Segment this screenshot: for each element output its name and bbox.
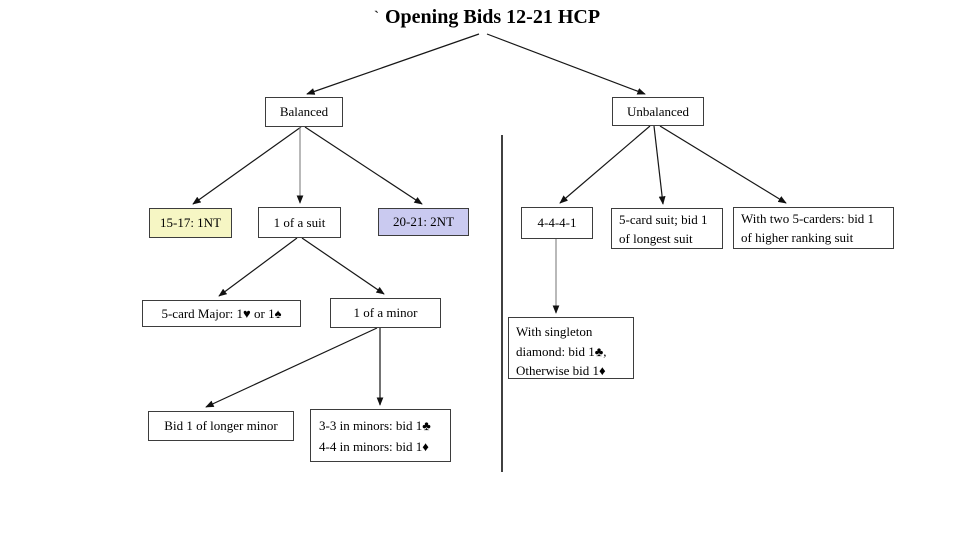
node-unbalanced: Unbalanced [612, 97, 704, 126]
node-line: With singleton [516, 324, 593, 339]
node-two-5-carders: With two 5-carders: bid 1 of higher rank… [733, 207, 894, 249]
node-5-card-suit: 5-card suit; bid 1 of longest suit [611, 208, 723, 249]
node-line: Otherwise bid 1♦ [516, 363, 606, 378]
node-line: 3-3 in minors: bid 1♣ [319, 418, 431, 433]
node-balanced: Balanced [265, 97, 343, 127]
node-1-of-a-minor: 1 of a minor [330, 298, 441, 328]
node-4-4-4-1: 4-4-4-1 [521, 207, 593, 239]
node-5-card-major: 5-card Major: 1♥ or 1♠ [142, 300, 301, 327]
node-20-21-2nt: 20-21: 2NT [378, 208, 469, 236]
node-line: With two 5-carders: bid 1 [741, 211, 875, 226]
node-1-of-a-suit: 1 of a suit [258, 207, 341, 238]
node-line: 4-4 in minors: bid 1♦ [319, 439, 429, 454]
node-bid-longer-minor: Bid 1 of longer minor [148, 411, 294, 441]
node-line: 5-card suit; bid 1 [619, 212, 708, 227]
title-accent-mark: ` [374, 9, 379, 25]
node-line: of longest suit [619, 230, 693, 246]
diagram-title: Opening Bids 12-21 HCP [385, 6, 601, 28]
node-singleton-diamond: With singleton diamond: bid 1♣, Otherwis… [508, 317, 634, 379]
node-line: of higher ranking suit [741, 229, 854, 245]
node-15-17-1nt: 15-17: 1NT [149, 208, 232, 238]
node-line: diamond: bid 1♣, [516, 343, 607, 359]
node-minors-3-3-4-4: 3-3 in minors: bid 1♣ 4-4 in minors: bid… [310, 409, 451, 462]
